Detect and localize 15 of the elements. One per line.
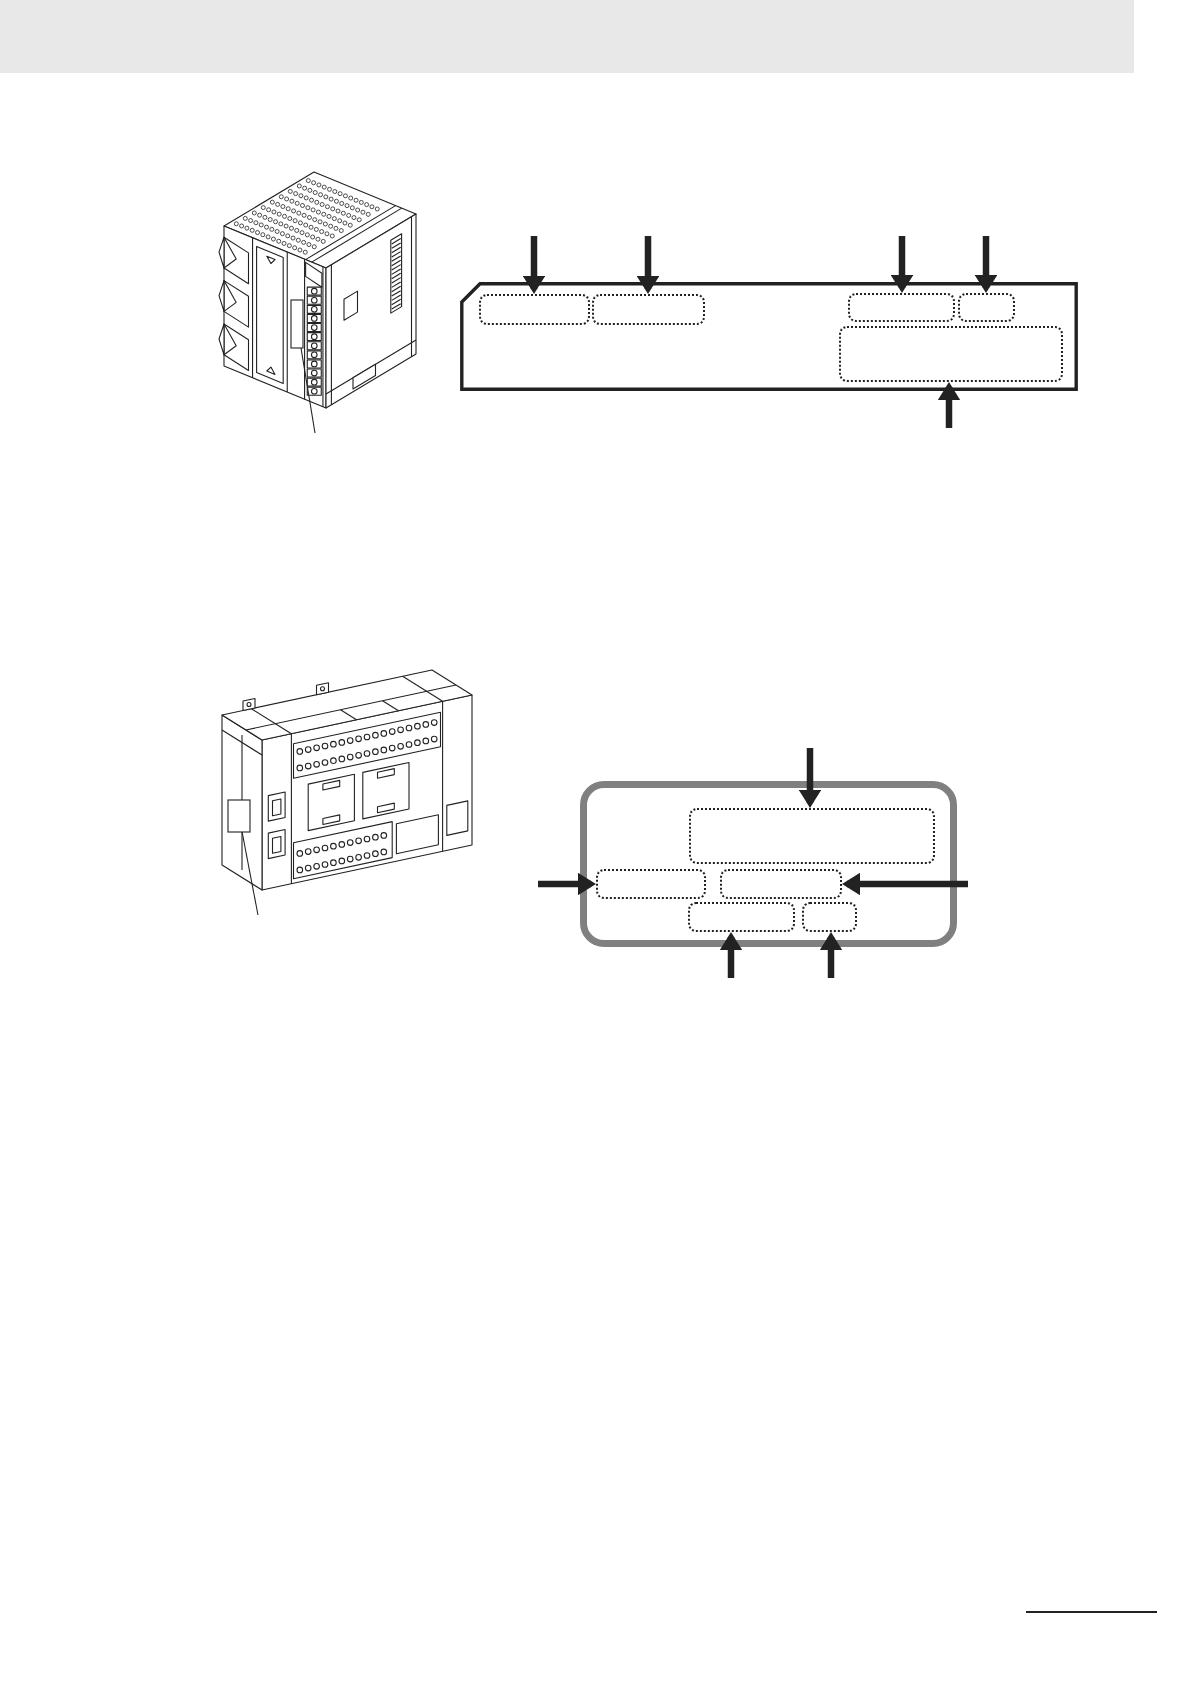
marking-area <box>802 902 857 932</box>
leader-line <box>241 831 259 916</box>
label-area <box>227 799 251 833</box>
nameplate <box>580 781 957 947</box>
marking-area <box>848 293 955 322</box>
marking-area <box>479 294 590 325</box>
marking-area <box>596 869 706 899</box>
marking-area <box>839 326 1063 382</box>
marking-area <box>688 902 795 932</box>
marking-area <box>592 294 705 325</box>
leader-line <box>300 347 316 434</box>
marking-area <box>689 808 935 864</box>
marking-area <box>958 293 1015 322</box>
marking-area <box>720 869 842 899</box>
label-area <box>290 299 304 349</box>
